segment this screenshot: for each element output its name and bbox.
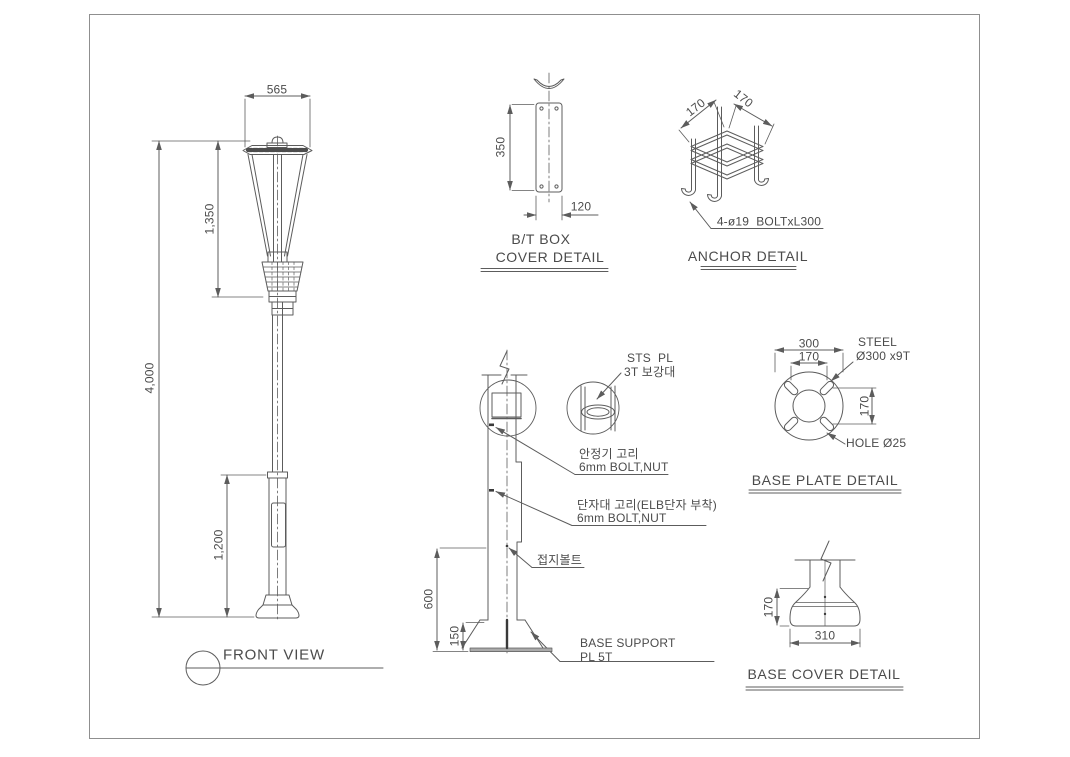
stiffener-label-line2: 3T 보강대 — [624, 365, 676, 379]
anchor-detail-drawing — [678, 99, 824, 270]
bt-box-title-line1: B/T BOX — [511, 231, 571, 248]
dim-bt-box-height: 350 — [493, 136, 508, 158]
base-support-label-line2: PL 5T — [580, 650, 613, 664]
dim-lamp-height: 1,350 — [202, 203, 217, 235]
dim-lamp-top-width: 565 — [266, 82, 288, 97]
ground-bolt-label: 접지볼트 — [537, 553, 582, 567]
stiffener-label-line1: STS PL — [627, 351, 674, 365]
bt-box-cover-drawing — [480, 72, 609, 272]
dim-plate-bolt-v: 170 — [857, 395, 872, 417]
dim-cover-width: 310 — [814, 628, 836, 643]
bt-box-title-line2: COVER DETAIL — [495, 249, 605, 266]
dim-plate-outer: 300 — [798, 336, 820, 351]
terminal-label-line1: 단자대 고리(ELB단자 부착) — [577, 498, 717, 512]
sheet-border — [89, 14, 980, 739]
ballast-label-line1: 안정기 고리 — [579, 447, 639, 461]
base-cover-title: BASE COVER DETAIL — [747, 666, 901, 683]
dim-total-height: 4,000 — [142, 362, 157, 394]
terminal-label-line2: 6mm BOLT,NUT — [577, 511, 667, 525]
anchor-bolt-label: 4-ø19 BOLTxL300 — [716, 214, 822, 229]
steel-label-line2: Ø300 x9T — [856, 349, 911, 363]
base-plate-title: BASE PLATE DETAIL — [751, 472, 899, 489]
dim-cover-height: 170 — [761, 596, 776, 618]
dim-pole-600: 600 — [421, 588, 436, 610]
hole-label: HOLE Ø25 — [846, 436, 907, 450]
ballast-label-line2: 6mm BOLT,NUT — [579, 460, 669, 474]
pole-detail-drawing — [432, 349, 715, 662]
dim-lower-height: 1,200 — [211, 529, 226, 561]
front-view-title: FRONT VIEW — [223, 646, 325, 664]
front-view-drawing — [151, 93, 384, 686]
base-cover-drawing — [745, 540, 904, 691]
base-support-label-line1: BASE SUPPORT — [580, 636, 676, 650]
base-plate-drawing — [748, 347, 902, 494]
dim-plate-bolt-h: 170 — [798, 349, 820, 364]
dim-pole-150: 150 — [447, 625, 462, 647]
dim-bt-box-width: 120 — [570, 199, 592, 214]
steel-label-line1: STEEL — [858, 335, 898, 349]
anchor-title: ANCHOR DETAIL — [687, 248, 809, 265]
